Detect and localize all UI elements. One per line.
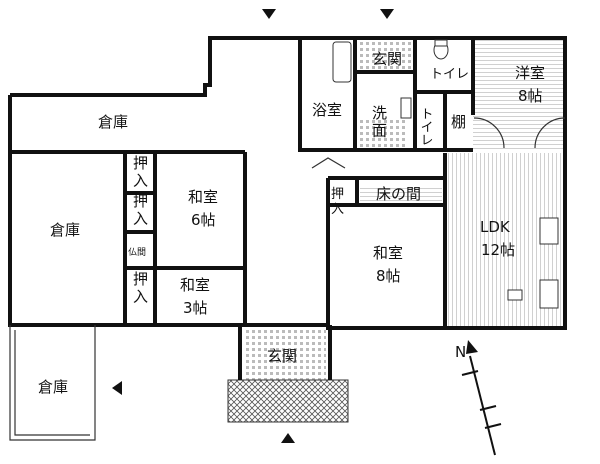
washroom-floor [358, 120, 408, 150]
label-japanese-3-size: 3帖 [183, 299, 208, 317]
porch-hatch [227, 379, 349, 423]
label-toilet-side: トイレ [418, 107, 433, 146]
entry-marker-bottom [281, 433, 295, 443]
label-japanese-8: 和室 [373, 244, 403, 262]
entrance-bottom-floor [244, 330, 326, 380]
label-japanese-8-size: 8帖 [376, 267, 401, 285]
label-warehouse-top: 倉庫 [98, 113, 128, 131]
label-altar: 仏間 [128, 247, 146, 258]
label-western-room-size: 8帖 [518, 87, 543, 105]
stove-top [539, 217, 559, 245]
corridor-door [311, 157, 346, 169]
label-ldk: LDK [480, 218, 511, 236]
label-entrance-top: 玄関 [372, 50, 402, 68]
label-closet-2: 押入 [133, 192, 148, 227]
label-bath: 浴室 [312, 101, 342, 119]
label-tokonoma: 床の間 [376, 185, 421, 203]
label-japanese-3: 和室 [180, 276, 210, 294]
entry-marker-top-right [380, 9, 394, 19]
western-room-doors [473, 117, 566, 149]
western-room-floor [473, 38, 565, 150]
label-warehouse-bottom: 倉庫 [38, 378, 68, 396]
appliance [507, 289, 523, 301]
tokonoma-floor [360, 185, 442, 205]
label-entrance-bottom: 玄関 [267, 347, 297, 365]
label-japanese-6: 和室 [188, 188, 218, 206]
bathtub [332, 41, 352, 83]
north-label: N [455, 343, 466, 361]
label-toilet-small: トイレ [430, 67, 469, 82]
wash-basin [400, 97, 412, 119]
entry-marker-top-left [262, 9, 276, 19]
toilet-tank [434, 39, 448, 47]
entry-marker-left [112, 381, 122, 395]
walls [8, 36, 567, 441]
label-western-room: 洋室 [515, 64, 545, 82]
label-japanese-6-size: 6帖 [191, 211, 216, 229]
label-washroom: 洗面 [372, 104, 387, 139]
label-closet-3: 押入 [133, 270, 148, 305]
label-ldk-size: 12帖 [481, 241, 515, 259]
label-closet-1: 押入 [133, 154, 148, 189]
label-closet-4: 押入 [331, 187, 344, 217]
entrance-top-floor [357, 38, 415, 72]
label-warehouse-left: 倉庫 [50, 221, 80, 239]
north-compass: N [455, 340, 502, 456]
label-shelf: 棚 [451, 113, 466, 131]
kitchen-sink [539, 279, 559, 309]
